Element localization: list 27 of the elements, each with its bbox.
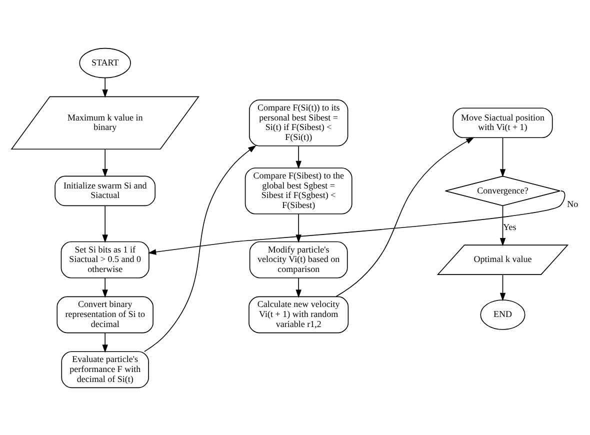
node-diamond: Convergence? [444,175,561,206]
node-box: Modify particle's velocity Vi(t) based on comparison [249,240,348,278]
node-box: Calculate new velocity Vi(t + 1) with random variable r1,2 [248,296,349,333]
node-ellipse: START [79,47,131,78]
arrow [102,205,108,242]
arrow [500,136,506,177]
arrow [144,144,256,352]
node-box: Compare F(Sibest) to the global best Sgbest = Sibest if F(Sgbest) < F(Sibest) [244,167,352,214]
node-box: Initialize swarm Si and Siactual [54,175,156,206]
node-box: Convert binary representation of Si to decimal [56,296,154,333]
node-box: Move Siactual position with Vi(t + 1) [452,107,553,138]
arrow [102,277,108,298]
arrow [102,148,108,177]
node-ellipse: END [480,299,526,330]
edge-label: No [567,198,578,208]
node-box: Set Si bits as 1 if Siactual > 0.5 and 0 otherwise [60,240,150,278]
node-box: Evaluate particle's performance F with decimal of Si(t) [61,350,149,388]
arrow [148,190,566,254]
node-box: Compare F(Si(t)) to its personal best Sibest = Si(t) if F(Sibest) < F(Si(t)) [248,99,348,146]
arrow [102,77,108,98]
edge-label: Yes [503,222,516,232]
arrow [500,274,506,301]
arrow [102,332,108,352]
arrow [296,277,302,298]
arrow [336,136,474,296]
arrow [296,145,302,169]
arrow [500,205,506,246]
